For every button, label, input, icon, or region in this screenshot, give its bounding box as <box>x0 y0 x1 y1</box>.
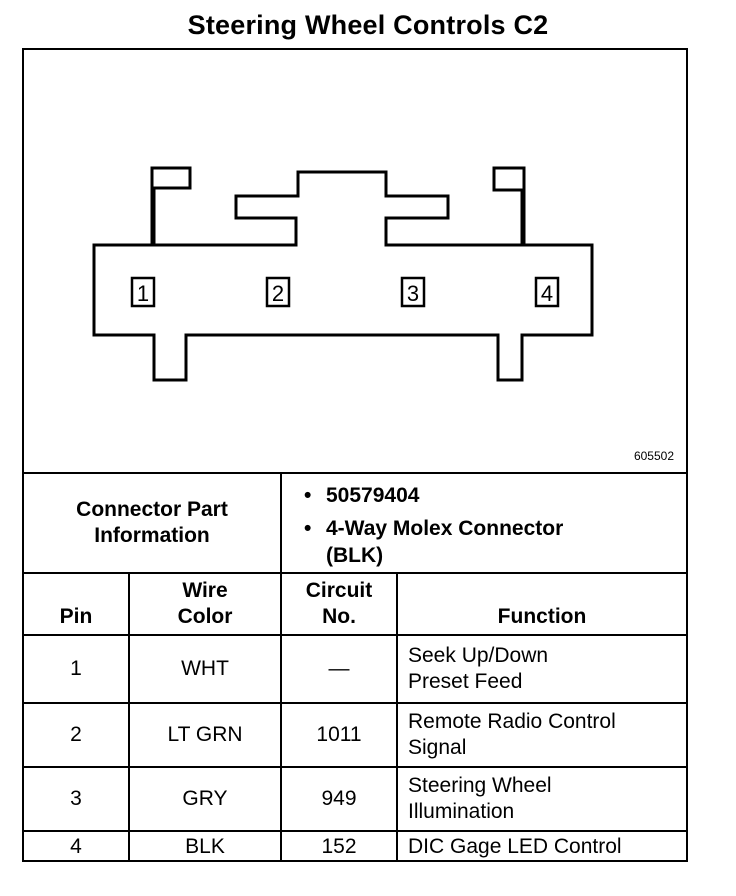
divider <box>128 572 130 862</box>
row-2-function: Remote Radio Control Signal <box>408 710 616 759</box>
row-4-circuit: 152 <box>321 835 357 858</box>
header-wire-color: Wire Color <box>177 579 233 628</box>
divider <box>24 766 686 768</box>
divider <box>24 634 686 636</box>
connector-diagram: 1 2 3 4 <box>92 166 594 382</box>
row-2-pin: 2 <box>70 723 82 746</box>
header-circuit: Circuit No. <box>305 579 373 628</box>
figure-id: 605502 <box>633 449 674 463</box>
row-3-circuit: 949 <box>321 787 357 810</box>
pin-3-box <box>400 276 426 308</box>
connector-frame: 1 2 3 4 605502 Connector Part Informatio… <box>22 48 688 862</box>
row-1-pin: 1 <box>70 657 82 680</box>
pin-3-label: 3 <box>407 281 419 306</box>
row-4-function: DIC Gage LED Control <box>408 835 622 858</box>
pin-4-label: 4 <box>541 281 553 306</box>
pin-4-box <box>534 276 560 308</box>
row-1-wire-color: WHT <box>181 657 229 680</box>
connector-info-list: •50579404 •4-Way Molex Connector (BLK) <box>304 482 566 569</box>
row-1-circuit: — <box>328 657 350 680</box>
divider <box>24 830 686 832</box>
row-3-pin: 3 <box>70 787 82 810</box>
connector-type: •4-Way Molex Connector (BLK) <box>304 517 564 567</box>
row-1-function: Seek Up/Down Preset Feed <box>408 644 549 693</box>
pin-2-box <box>265 276 291 308</box>
header-pin: Pin <box>59 605 93 628</box>
row-2-wire-color: LT GRN <box>167 723 243 746</box>
connector-outline <box>92 166 594 382</box>
divider <box>24 472 686 474</box>
pin-2-label: 2 <box>272 281 284 306</box>
header-function: Function <box>497 605 587 628</box>
divider <box>396 572 398 862</box>
row-4-wire-color: BLK <box>185 835 225 858</box>
divider <box>280 572 282 862</box>
row-3-function: Steering Wheel Illumination <box>408 774 552 823</box>
row-3-wire-color: GRY <box>182 787 228 810</box>
divider <box>24 702 686 704</box>
row-4-pin: 4 <box>70 835 82 858</box>
divider <box>280 472 282 572</box>
divider <box>24 572 686 574</box>
page-title: Steering Wheel Controls C2 <box>187 10 549 40</box>
pin-1-label: 1 <box>137 281 149 306</box>
connector-part-number: •50579404 <box>304 484 420 507</box>
connector-info-label: Connector Part Information <box>76 498 228 547</box>
row-2-circuit: 1011 <box>316 723 362 746</box>
pin-1-box <box>130 276 156 308</box>
